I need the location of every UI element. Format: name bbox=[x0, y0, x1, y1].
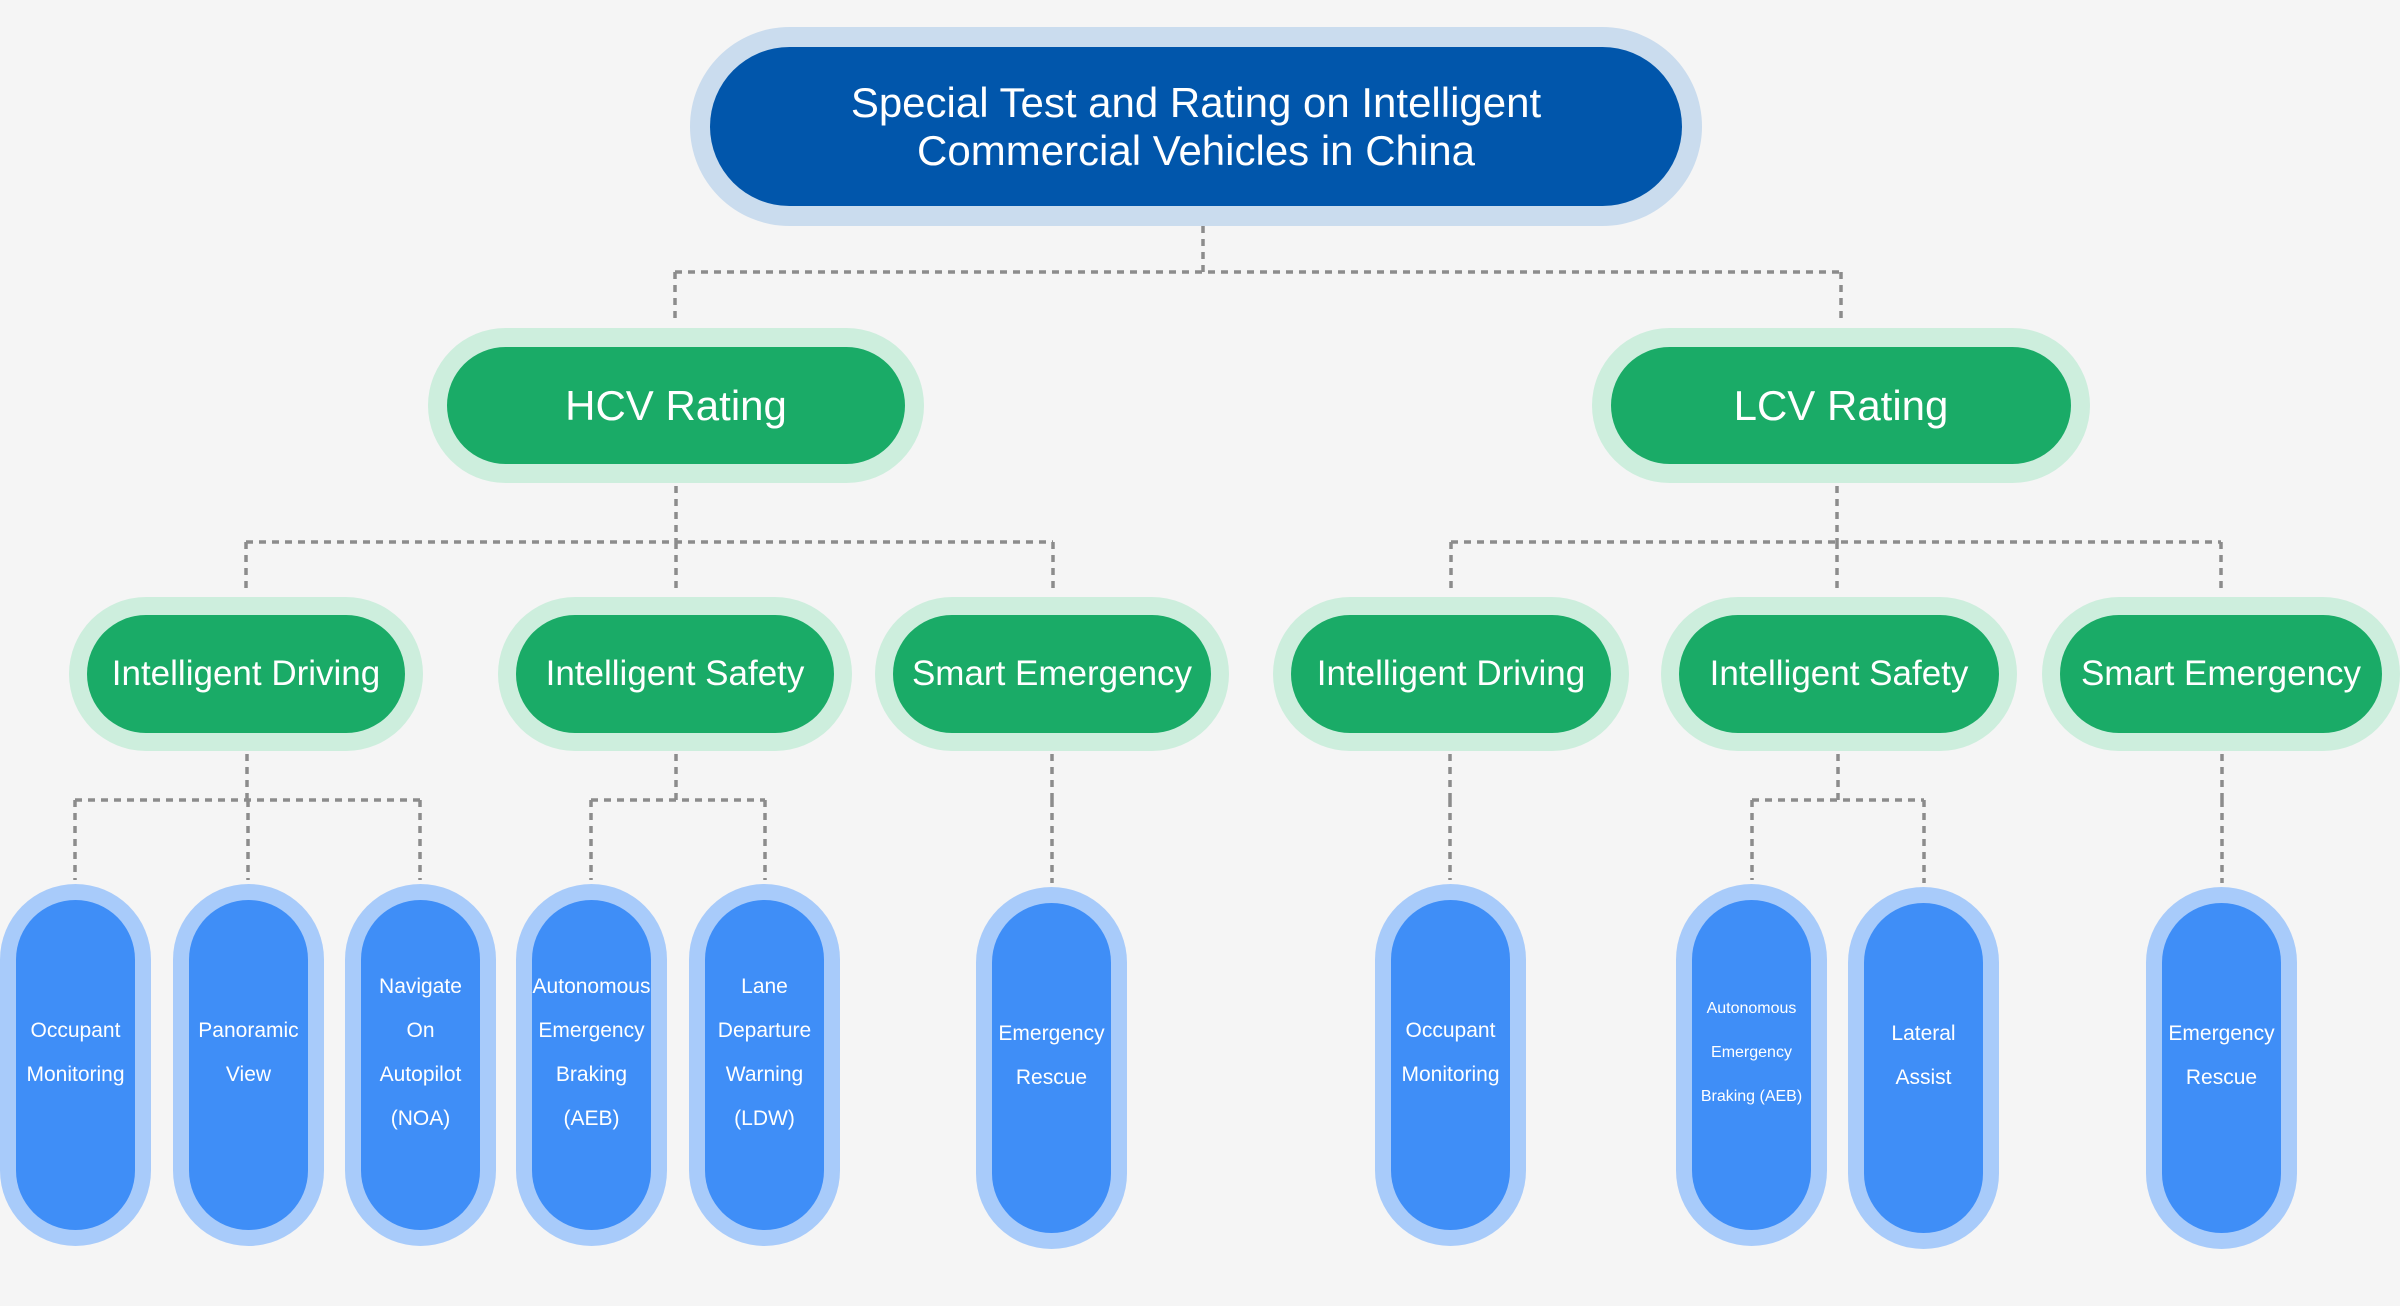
category-node-label: Intelligent Driving bbox=[1316, 654, 1586, 693]
leaf-node-label: Occupant Monitoring bbox=[26, 1019, 125, 1086]
category-node-hcv-intelligent-safety: Intelligent Safety bbox=[516, 615, 834, 733]
leaf-node-lcv-emergency-rescue: Emergency Rescue bbox=[2162, 903, 2281, 1233]
leaf-node-label: Navigate On Autopilot (NOA) bbox=[379, 975, 462, 1130]
root-node: Special Test and Rating on Intelligent C… bbox=[710, 47, 1682, 206]
leaf-node-lcv-lateral-assist: Lateral Assist bbox=[1864, 903, 1983, 1233]
category-node-hcv-intelligent-driving: Intelligent Driving bbox=[87, 615, 405, 733]
leaf-node-hcv-autonomous-emergency-braking: Autonomous Emergency Braking (AEB) bbox=[532, 900, 651, 1230]
leaf-node-label: Autonomous Emergency Braking (AEB) bbox=[1700, 1000, 1803, 1105]
leaf-node-hcv-emergency-rescue: Emergency Rescue bbox=[992, 903, 1111, 1233]
category-node-label: Intelligent Driving bbox=[111, 654, 381, 693]
category-node-label: Smart Emergency bbox=[2080, 654, 2362, 693]
category-node-lcv-intelligent-safety: Intelligent Safety bbox=[1679, 615, 1999, 733]
leaf-node-hcv-lane-departure-warning: Lane Departure Warning (LDW) bbox=[705, 900, 824, 1230]
leaf-node-label: Lateral Assist bbox=[1891, 1022, 1956, 1089]
category-node-label: Intelligent Safety bbox=[1709, 654, 1969, 693]
leaf-node-hcv-occupant-monitoring: Occupant Monitoring bbox=[16, 900, 135, 1230]
leaf-node-label: Lane Departure Warning (LDW) bbox=[717, 975, 812, 1130]
leaf-node-lcv-autonomous-emergency-braking: Autonomous Emergency Braking (AEB) bbox=[1692, 900, 1811, 1230]
rating-node-label: LCV Rating bbox=[1733, 381, 1949, 429]
leaf-node-label: Emergency Rescue bbox=[2168, 1022, 2275, 1089]
leaf-node-hcv-navigate-on-autopilot: Navigate On Autopilot (NOA) bbox=[361, 900, 480, 1230]
category-node-lcv-intelligent-driving: Intelligent Driving bbox=[1291, 615, 1611, 733]
category-node-lcv-smart-emergency: Smart Emergency bbox=[2060, 615, 2382, 733]
leaf-node-label: Emergency Rescue bbox=[998, 1022, 1105, 1089]
leaf-node-label: Autonomous Emergency Braking (AEB) bbox=[532, 975, 651, 1130]
leaf-node-label: Occupant Monitoring bbox=[1401, 1019, 1500, 1086]
rating-node-label: HCV Rating bbox=[565, 381, 787, 429]
root-node-label: Special Test and Rating on Intelligent C… bbox=[850, 78, 1542, 174]
rating-node-hcv: HCV Rating bbox=[447, 347, 905, 464]
leaf-node-hcv-panoramic-view: Panoramic View bbox=[189, 900, 308, 1230]
leaf-node-label: Panoramic View bbox=[198, 1019, 299, 1086]
rating-node-lcv: LCV Rating bbox=[1611, 347, 2071, 464]
category-node-hcv-smart-emergency: Smart Emergency bbox=[893, 615, 1211, 733]
category-node-label: Smart Emergency bbox=[911, 654, 1193, 693]
category-node-label: Intelligent Safety bbox=[545, 654, 805, 693]
leaf-node-lcv-occupant-monitoring: Occupant Monitoring bbox=[1391, 900, 1510, 1230]
